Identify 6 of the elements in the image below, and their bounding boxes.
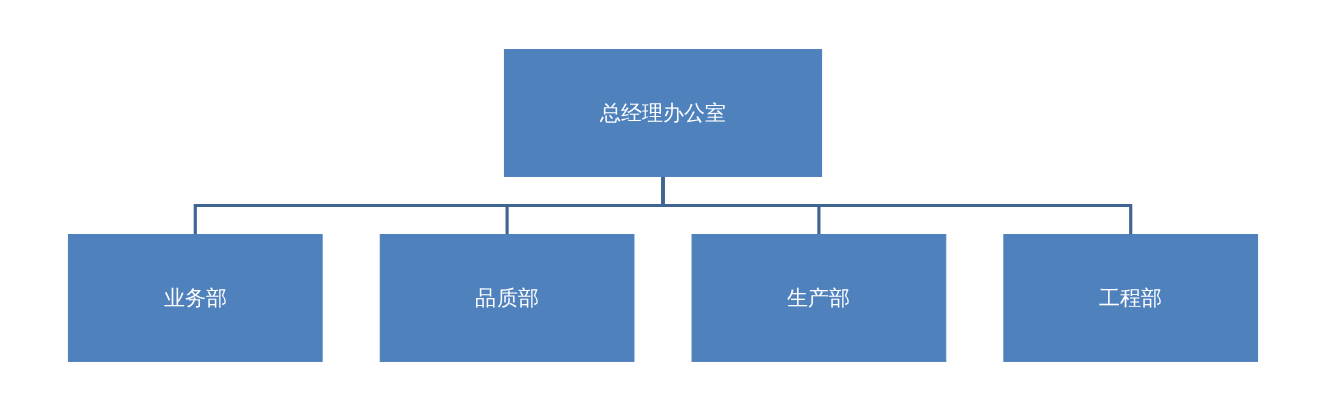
node-box: 业务部 xyxy=(67,234,323,362)
node-box: 总经理办公室 xyxy=(503,49,823,177)
node-box: 工程部 xyxy=(1003,234,1259,362)
node-box: 生产部 xyxy=(691,234,947,362)
node-box: 品质部 xyxy=(379,234,635,362)
connector xyxy=(661,176,1133,235)
